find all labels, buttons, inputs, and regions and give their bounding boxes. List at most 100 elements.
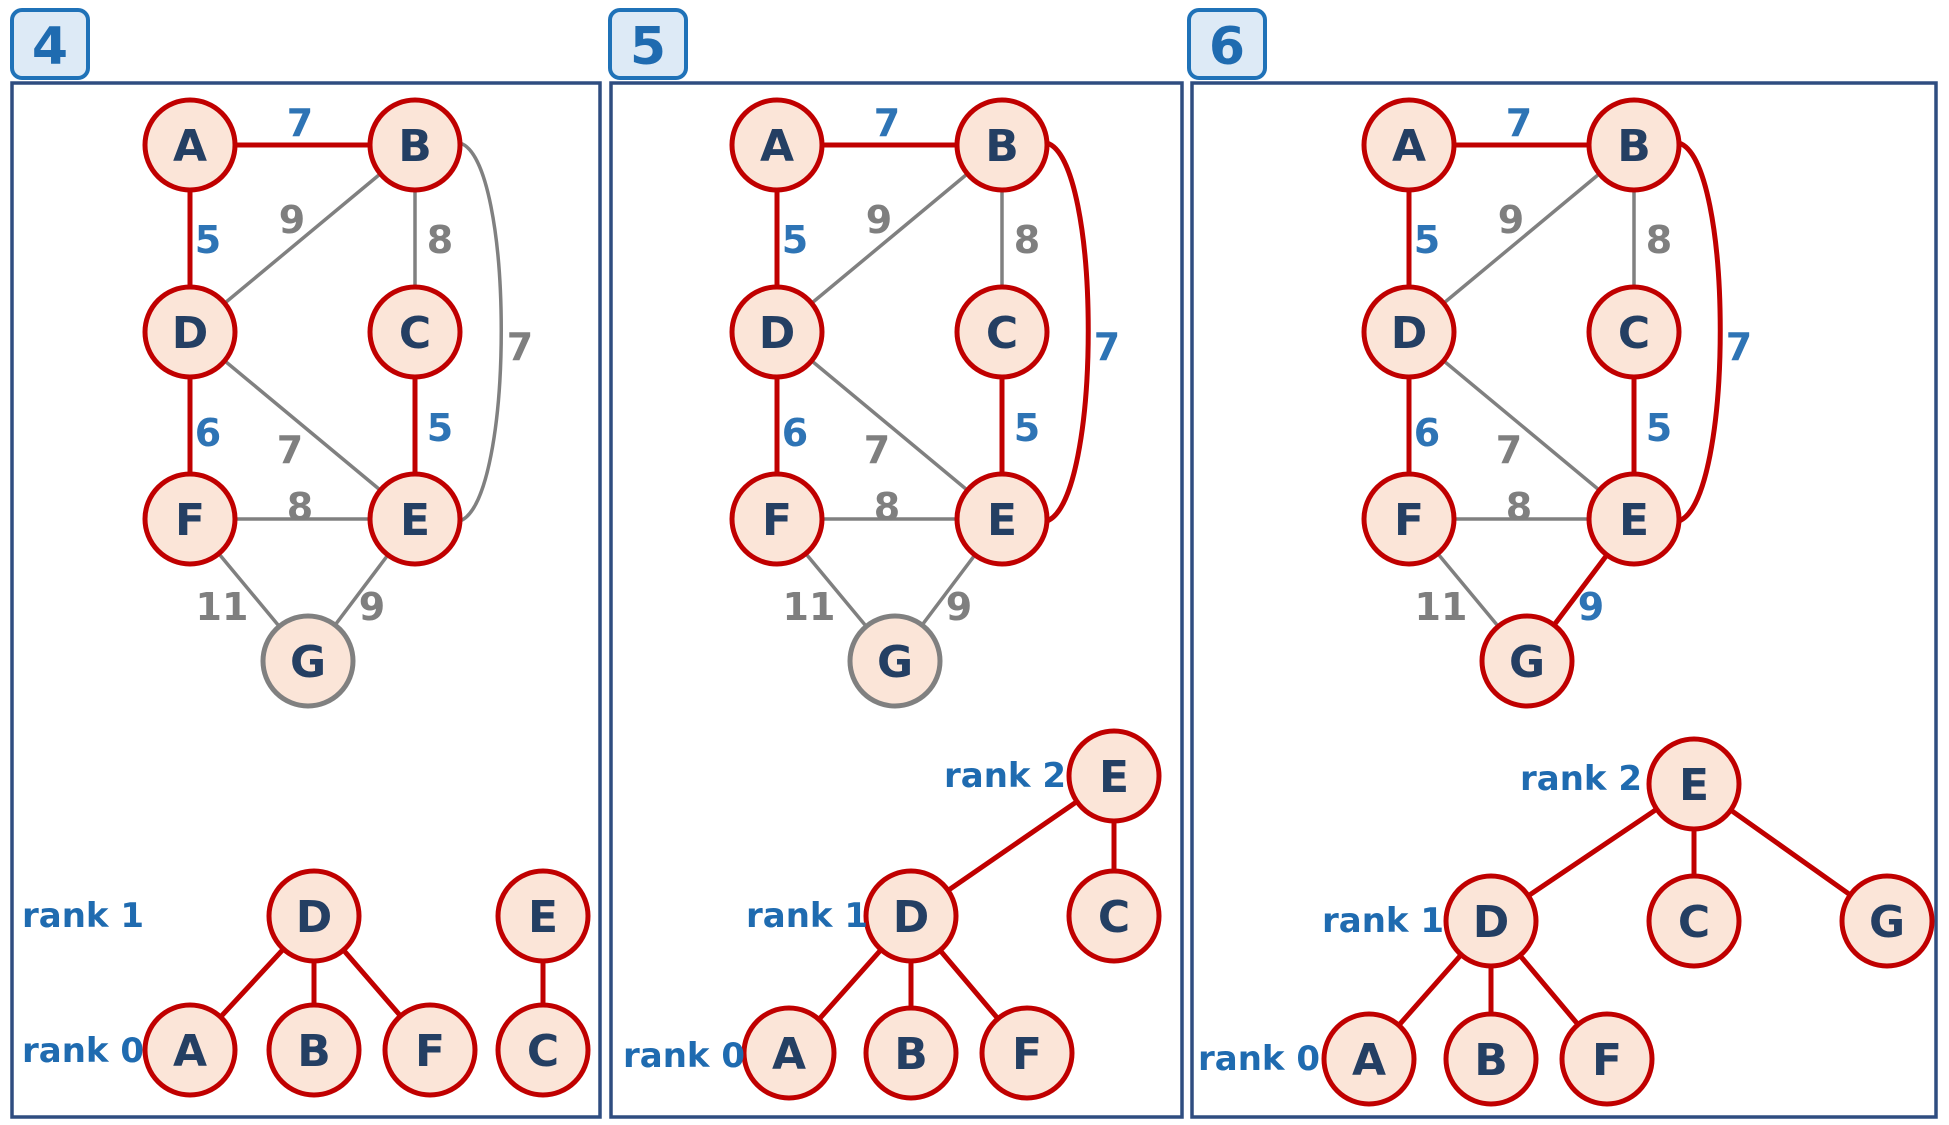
graph-node-A: A	[729, 97, 825, 193]
graph-node-A-label: A	[1392, 121, 1426, 172]
forest-node-B-circle	[863, 1005, 959, 1101]
forest-node-B-label: B	[894, 1029, 928, 1080]
forest-node-D-label: D	[1473, 897, 1510, 948]
forest-node-E-label: E	[1679, 760, 1709, 811]
graph-node-C: C	[1586, 284, 1682, 380]
graph-node-E-circle	[367, 471, 463, 567]
forest-node-E-circle	[495, 868, 591, 964]
edge-D-E	[775, 330, 1004, 521]
edge-weight-A-D: 5	[782, 218, 808, 262]
graph-node-A: A	[142, 97, 238, 193]
graph-node-D: D	[1361, 284, 1457, 380]
forest-node-A-circle	[142, 1002, 238, 1098]
edge-B-E	[1045, 140, 1091, 524]
graph-node-A-circle	[142, 97, 238, 193]
graph-node-E: E	[367, 471, 463, 567]
forest-node-A-label: A	[772, 1029, 806, 1080]
graph-node-B: B	[367, 97, 463, 193]
forest-node-C: C	[1066, 868, 1162, 964]
forest-node-B-circle	[1443, 1011, 1539, 1107]
forest-node-F: F	[979, 1005, 1075, 1101]
edge-weight-E-G: 9	[1578, 585, 1604, 629]
edge-weight-B-E: 7	[1726, 325, 1752, 369]
graph-node-F-circle	[729, 471, 825, 567]
graph-node-G: G	[847, 613, 943, 709]
edge-weight-B-C: 8	[1014, 218, 1040, 262]
graph-node-G-circle	[1479, 613, 1575, 709]
graph-node-E-label: E	[1619, 495, 1649, 546]
forest-node-E-label: E	[528, 892, 558, 943]
graph-node-C: C	[367, 284, 463, 380]
forest-node-F-circle	[979, 1005, 1075, 1101]
graph-node-G-label: G	[290, 637, 326, 688]
edge-weight-C-E: 5	[1014, 406, 1040, 450]
forest-node-F-label: F	[415, 1026, 445, 1077]
rank-label: rank 2	[1520, 759, 1642, 799]
forest-node-A-label: A	[173, 1026, 207, 1077]
forest-node-C: C	[1646, 873, 1742, 969]
graph-node-F-label: F	[175, 495, 205, 546]
forest-node-E: E	[495, 868, 591, 964]
graph-node-G: G	[260, 613, 356, 709]
edge-weight-B-C: 8	[1646, 218, 1672, 262]
edge-D-E	[188, 330, 417, 521]
edge-weight-D-E: 7	[864, 428, 890, 472]
graph-node-D: D	[142, 284, 238, 380]
edge-weight-D-F: 6	[195, 411, 221, 455]
graph-node-D-circle	[729, 284, 825, 380]
edge-weight-A-D: 5	[195, 218, 221, 262]
forest-node-D: D	[863, 868, 959, 964]
forest-node-G-circle	[1839, 873, 1935, 969]
step-number-badge: 6	[1187, 8, 1267, 80]
forest-node-B-label: B	[1474, 1035, 1508, 1086]
graph-node-F: F	[142, 471, 238, 567]
graph-node-C-circle	[1586, 284, 1682, 380]
rank-label: rank 0	[623, 1036, 745, 1076]
graph-node-D-label: D	[759, 308, 796, 359]
forest-node-D: D	[1443, 873, 1539, 969]
graph-node-E-label: E	[400, 495, 430, 546]
forest-node-F-label: F	[1592, 1035, 1622, 1086]
graph-node-B-label: B	[1617, 121, 1651, 172]
edge-weight-B-E: 7	[507, 325, 533, 369]
edge-weight-F-G: 11	[196, 585, 249, 629]
edge-weight-D-F: 6	[1414, 411, 1440, 455]
graph-node-B-label: B	[985, 121, 1019, 172]
forest-node-A: A	[741, 1005, 837, 1101]
step-badge-box	[10, 8, 90, 80]
graph-node-B-label: B	[398, 121, 432, 172]
graph-node-F-circle	[1361, 471, 1457, 567]
graph-node-G: G	[1479, 613, 1575, 709]
forest-node-A: A	[1321, 1011, 1417, 1107]
forest-node-C-circle	[1646, 873, 1742, 969]
edge-weight-C-E: 5	[427, 406, 453, 450]
graph-node-C-label: C	[986, 308, 1018, 359]
rank-label: rank 0	[1198, 1039, 1320, 1079]
graph-node-F-label: F	[762, 495, 792, 546]
forest-node-E-label: E	[1099, 752, 1129, 803]
forest-node-C-circle	[495, 1002, 591, 1098]
edge-weight-A-B: 7	[874, 101, 900, 145]
edge-D-E	[1407, 330, 1636, 521]
graph-node-A-label: A	[760, 121, 794, 172]
forest-node-E-circle	[1066, 728, 1162, 824]
edge-weight-A-B: 7	[1506, 101, 1532, 145]
graph-node-F: F	[1361, 471, 1457, 567]
edge-weight-F-E: 8	[874, 485, 900, 529]
graph-node-E-circle	[954, 471, 1050, 567]
forest-node-B: B	[1443, 1011, 1539, 1107]
step-number-badge: 4	[10, 8, 90, 80]
edge-B-D	[775, 143, 1004, 334]
graph-node-D: D	[729, 284, 825, 380]
step-number-badge: 5	[608, 8, 688, 80]
edge-weight-C-E: 5	[1646, 406, 1672, 450]
forest-node-C-label: C	[527, 1026, 559, 1077]
rank-label: rank 0	[22, 1031, 144, 1071]
forest-node-F-label: F	[1012, 1029, 1042, 1080]
